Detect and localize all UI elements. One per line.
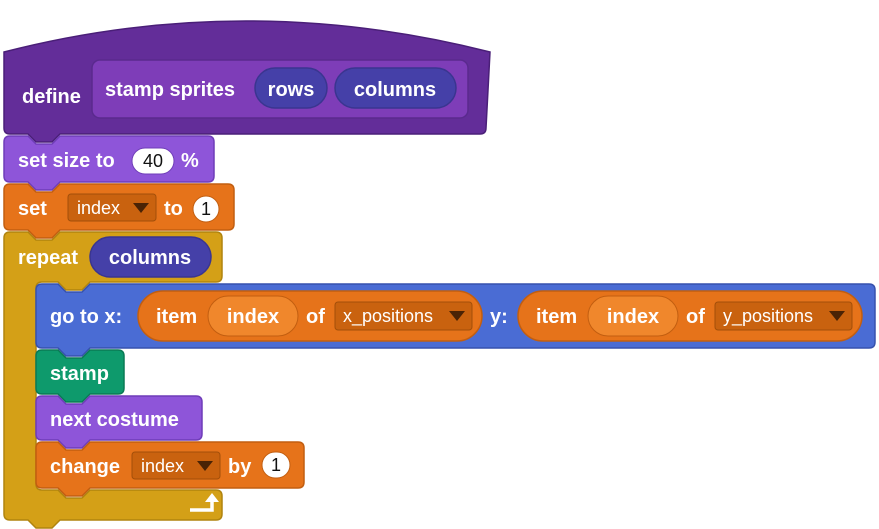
percent-label: % <box>181 150 199 172</box>
item-of-x-reporter[interactable]: item index of x_positions <box>137 290 483 342</box>
goto-xy-block[interactable]: go to x: item index of x_positions y: it… <box>35 283 876 357</box>
change-variable-value: index <box>141 456 184 476</box>
change-variable-block[interactable]: change index by 1 <box>35 441 305 497</box>
item-of-y-reporter[interactable]: item index of y_positions <box>517 290 863 342</box>
param-columns-label: columns <box>354 79 436 101</box>
change-value-input[interactable] <box>261 451 291 479</box>
next-costume-block[interactable]: next costume <box>35 395 203 449</box>
next-costume-label: next costume <box>50 409 179 431</box>
repeat-count-reporter[interactable] <box>89 236 212 278</box>
of-x-label: of <box>306 306 325 328</box>
triangle-down-icon <box>829 311 845 321</box>
set-label: set <box>18 198 47 220</box>
item-x-label: item <box>156 306 197 328</box>
change-value: 1 <box>271 455 281 475</box>
set-size-block[interactable]: set size to 40 % <box>3 135 215 191</box>
y-label: y: <box>490 306 508 328</box>
index-y-reporter[interactable] <box>587 295 679 337</box>
goto-label: go to x: <box>50 306 122 328</box>
set-to-label: to <box>164 198 183 220</box>
repeat-label: repeat <box>18 247 78 269</box>
list-x-value: x_positions <box>343 306 433 327</box>
triangle-down-icon <box>133 203 149 213</box>
list-x-dropdown[interactable] <box>334 301 473 331</box>
param-rows[interactable] <box>254 67 328 109</box>
loop-arrow-icon <box>190 493 219 512</box>
stamp-block[interactable]: stamp <box>35 349 125 403</box>
size-value: 40 <box>143 151 163 171</box>
index-x-reporter[interactable] <box>207 295 299 337</box>
set-size-label: set size to <box>18 150 115 172</box>
set-variable-block[interactable]: set index to 1 <box>3 183 235 239</box>
list-y-dropdown[interactable] <box>714 301 853 331</box>
stamp-label: stamp <box>50 363 109 385</box>
repeat-count-label: columns <box>109 247 191 269</box>
of-y-label: of <box>686 306 705 328</box>
list-y-value: y_positions <box>723 306 813 327</box>
change-label: change <box>50 456 120 478</box>
item-y-label: item <box>536 306 577 328</box>
define-keyword: define <box>22 86 81 108</box>
index-y-label: index <box>607 306 659 328</box>
proc-name: stamp sprites <box>105 79 235 101</box>
triangle-down-icon <box>449 311 465 321</box>
variable-dropdown-value: index <box>77 198 120 218</box>
set-value: 1 <box>201 199 211 219</box>
by-label: by <box>228 456 252 478</box>
repeat-block[interactable]: repeat columns <box>3 231 223 529</box>
define-block[interactable]: define stamp sprites rows columns <box>3 20 491 143</box>
set-value-input[interactable] <box>192 195 220 223</box>
triangle-down-icon <box>197 461 213 471</box>
variable-dropdown[interactable] <box>67 193 157 222</box>
change-variable-dropdown[interactable] <box>131 451 221 480</box>
size-value-input[interactable] <box>131 147 175 175</box>
index-x-label: index <box>227 306 279 328</box>
param-columns[interactable] <box>334 67 457 109</box>
param-rows-label: rows <box>268 79 315 101</box>
